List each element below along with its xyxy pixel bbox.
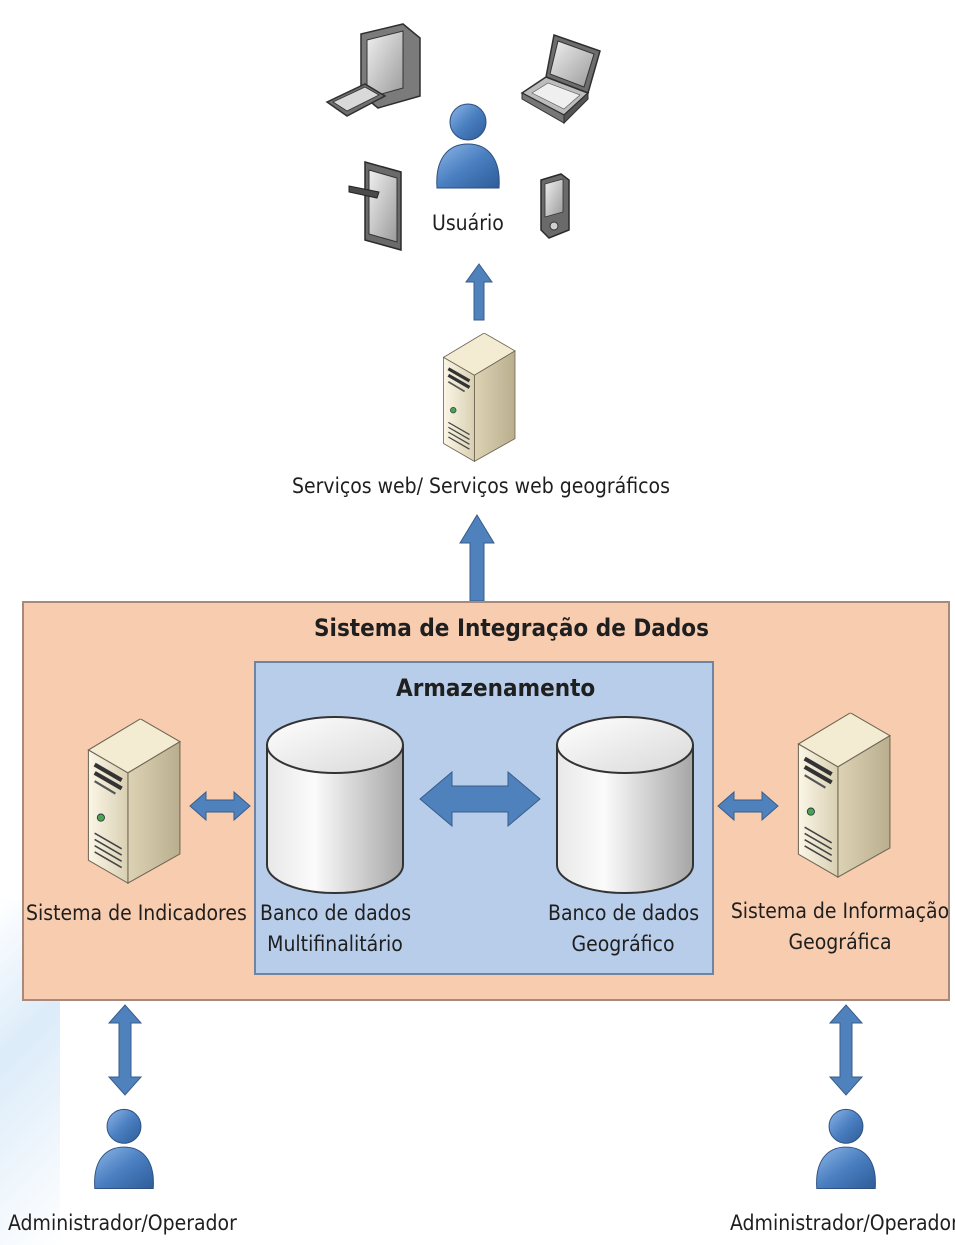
integration-title: Sistema de Integração de Dados: [314, 614, 709, 642]
indicators-label: Sistema de Indicadores: [26, 901, 247, 925]
user-label: Usuário: [432, 211, 504, 235]
server-icon: [788, 712, 892, 880]
admin-left-label: Administrador/Operador: [8, 1211, 237, 1235]
arrow-up-to-user: [465, 263, 493, 321]
bidirectional-arrow-admin-left: [107, 1004, 143, 1096]
smartphone-icon: [540, 173, 570, 239]
db-multi-line1: Banco de dados: [260, 901, 412, 925]
tablet-icon: [348, 161, 402, 251]
database-icon: [555, 715, 695, 895]
server-icon: [435, 333, 517, 463]
db-geo-line1: Banco de dados: [548, 901, 700, 925]
db-multi-line2: Multifinalitário: [267, 932, 403, 956]
user-icon: [813, 1105, 879, 1191]
bidirectional-arrow-indicators-db: [189, 790, 251, 822]
desktop-computer-icon: [325, 23, 421, 117]
gis-line1: Sistema de Informação: [730, 899, 950, 923]
user-icon: [433, 100, 503, 190]
arrow-up-to-web-services: [459, 514, 495, 602]
admin-right-label: Administrador/Operador: [730, 1211, 955, 1235]
user-icon: [91, 1105, 157, 1191]
storage-title: Armazenamento: [396, 674, 596, 702]
bidirectional-arrow-admin-right: [828, 1004, 864, 1096]
laptop-icon: [520, 34, 601, 125]
bidirectional-arrow-db-gis: [717, 790, 779, 822]
database-icon: [265, 715, 405, 895]
gis-line2: Geográfica: [788, 930, 892, 954]
bidirectional-arrow-databases: [419, 770, 541, 828]
web-services-label: Serviços web/ Serviços web geográficos: [292, 474, 670, 498]
server-icon: [78, 718, 182, 886]
db-geo-line2: Geográfico: [571, 932, 675, 956]
